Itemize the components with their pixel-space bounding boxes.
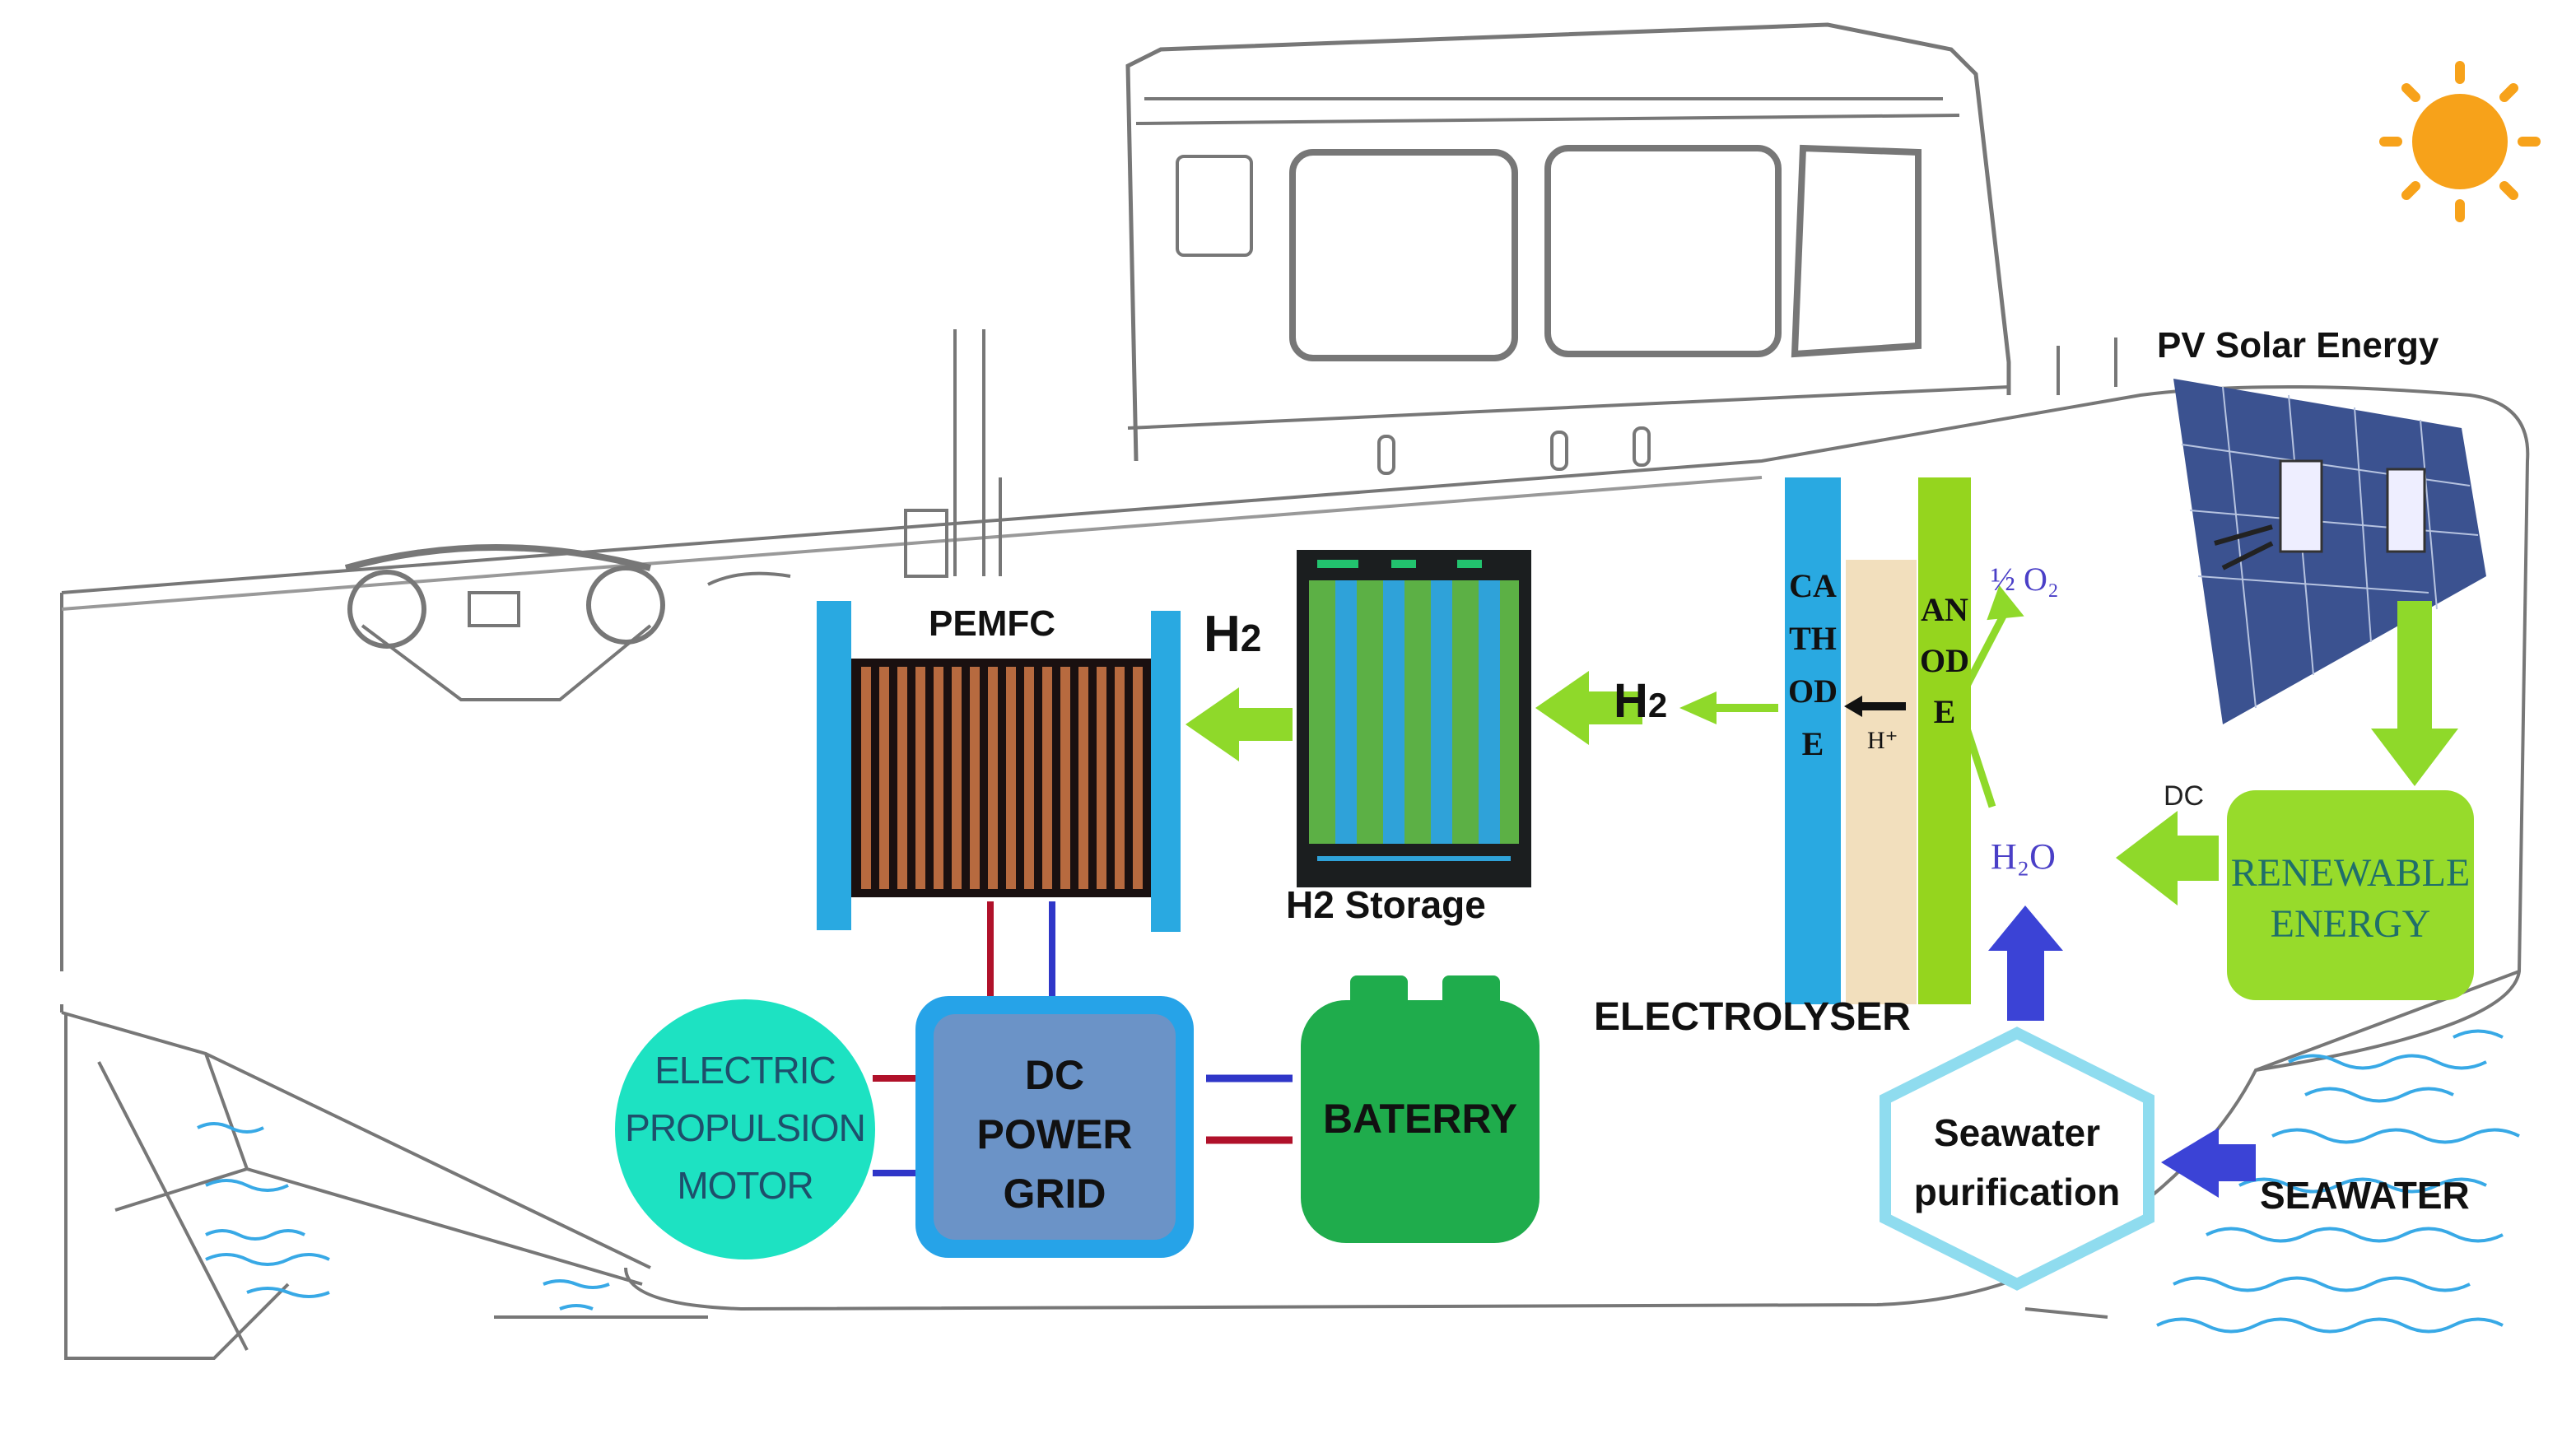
- cathode-label: CATHODE: [1788, 567, 1838, 762]
- h2-left-sub: 2: [1240, 617, 1262, 659]
- electric-motor-circle: [615, 999, 875, 1259]
- arrow-storage-to-pemfc: [1186, 687, 1293, 761]
- h2-left-h: H: [1204, 606, 1241, 663]
- arrow-renewable-to-electrolyser: [2116, 811, 2219, 906]
- renewable-energy-box: [2227, 790, 2474, 1000]
- arrow-solar-to-renewable: [2371, 601, 2458, 786]
- pemfc-label: PEMFC: [929, 603, 1055, 644]
- purification-line-2: purification: [1913, 1171, 2121, 1213]
- pemfc-unit: [817, 601, 1181, 932]
- renewable-line-2: ENERGY: [2270, 902, 2431, 946]
- motor-line-2: PROPULSION: [625, 1106, 866, 1149]
- motor-line-1: ELECTRIC: [654, 1049, 836, 1092]
- purification-hexagon: [1880, 1027, 2154, 1291]
- electrolyser-unit: [1785, 477, 1971, 1004]
- grid-line-2: POWER: [976, 1111, 1133, 1157]
- dc-grid-label: DC POWER GRID: [934, 1045, 1176, 1223]
- motor-line-3: MOTOR: [677, 1164, 813, 1207]
- h-plus-label: H⁺: [1867, 727, 1898, 754]
- h2-label-left: H2: [1204, 605, 1261, 663]
- purification-line-1: Seawater: [1933, 1111, 2100, 1154]
- arrow-purification-to-h2o: [1988, 906, 2063, 1021]
- water-waves-left: [197, 1122, 610, 1311]
- grid-line-1: DC: [1024, 1052, 1085, 1098]
- anode-label: ANODE: [1920, 591, 1969, 730]
- solar-panel-icon: [2173, 379, 2486, 724]
- electrolyser-label: ELECTROLYSER: [1594, 995, 1911, 1039]
- ship-outline: [60, 22, 2530, 1360]
- renewable-energy-label: RENEWABLE ENERGY: [2227, 848, 2474, 950]
- grid-line-3: GRID: [1003, 1171, 1106, 1217]
- pv-solar-label: PV Solar Energy: [2157, 325, 2439, 365]
- seawater-purification-label: Seawater purification: [1861, 1103, 2173, 1222]
- renewable-line-1: RENEWABLE: [2230, 851, 2471, 895]
- h2-storage-label: H2 Storage: [1286, 883, 1486, 926]
- h2-mid-h: H: [1614, 674, 1648, 728]
- arrow-seawater-to-purification: [2161, 1128, 2256, 1198]
- arrow-electrolyser-to-storage: [1535, 671, 1642, 745]
- h2-mid-sub: 2: [1647, 686, 1668, 724]
- dc-grid-box: [934, 1014, 1176, 1240]
- sun-icon: [2379, 61, 2541, 222]
- half-o2-label: ½ O₂: [1991, 561, 2059, 598]
- battery-label: BATERRY: [1322, 1096, 1518, 1142]
- h2o-label: H₂O: [1991, 836, 2056, 877]
- motor-label: ELECTRIC PROPULSION MOTOR: [615, 1041, 875, 1214]
- seawater-label: SEAWATER: [2260, 1174, 2470, 1217]
- water-waves-right: [2156, 1029, 2520, 1334]
- dc-label: DC: [2164, 780, 2205, 812]
- battery-icon: [1301, 975, 1540, 1243]
- arrow-cathode-h2: [1679, 691, 1778, 724]
- h2-label-mid: H2: [1614, 673, 1667, 729]
- pemfc-plates: [861, 667, 1143, 889]
- h2-storage-tank: [1297, 550, 1531, 887]
